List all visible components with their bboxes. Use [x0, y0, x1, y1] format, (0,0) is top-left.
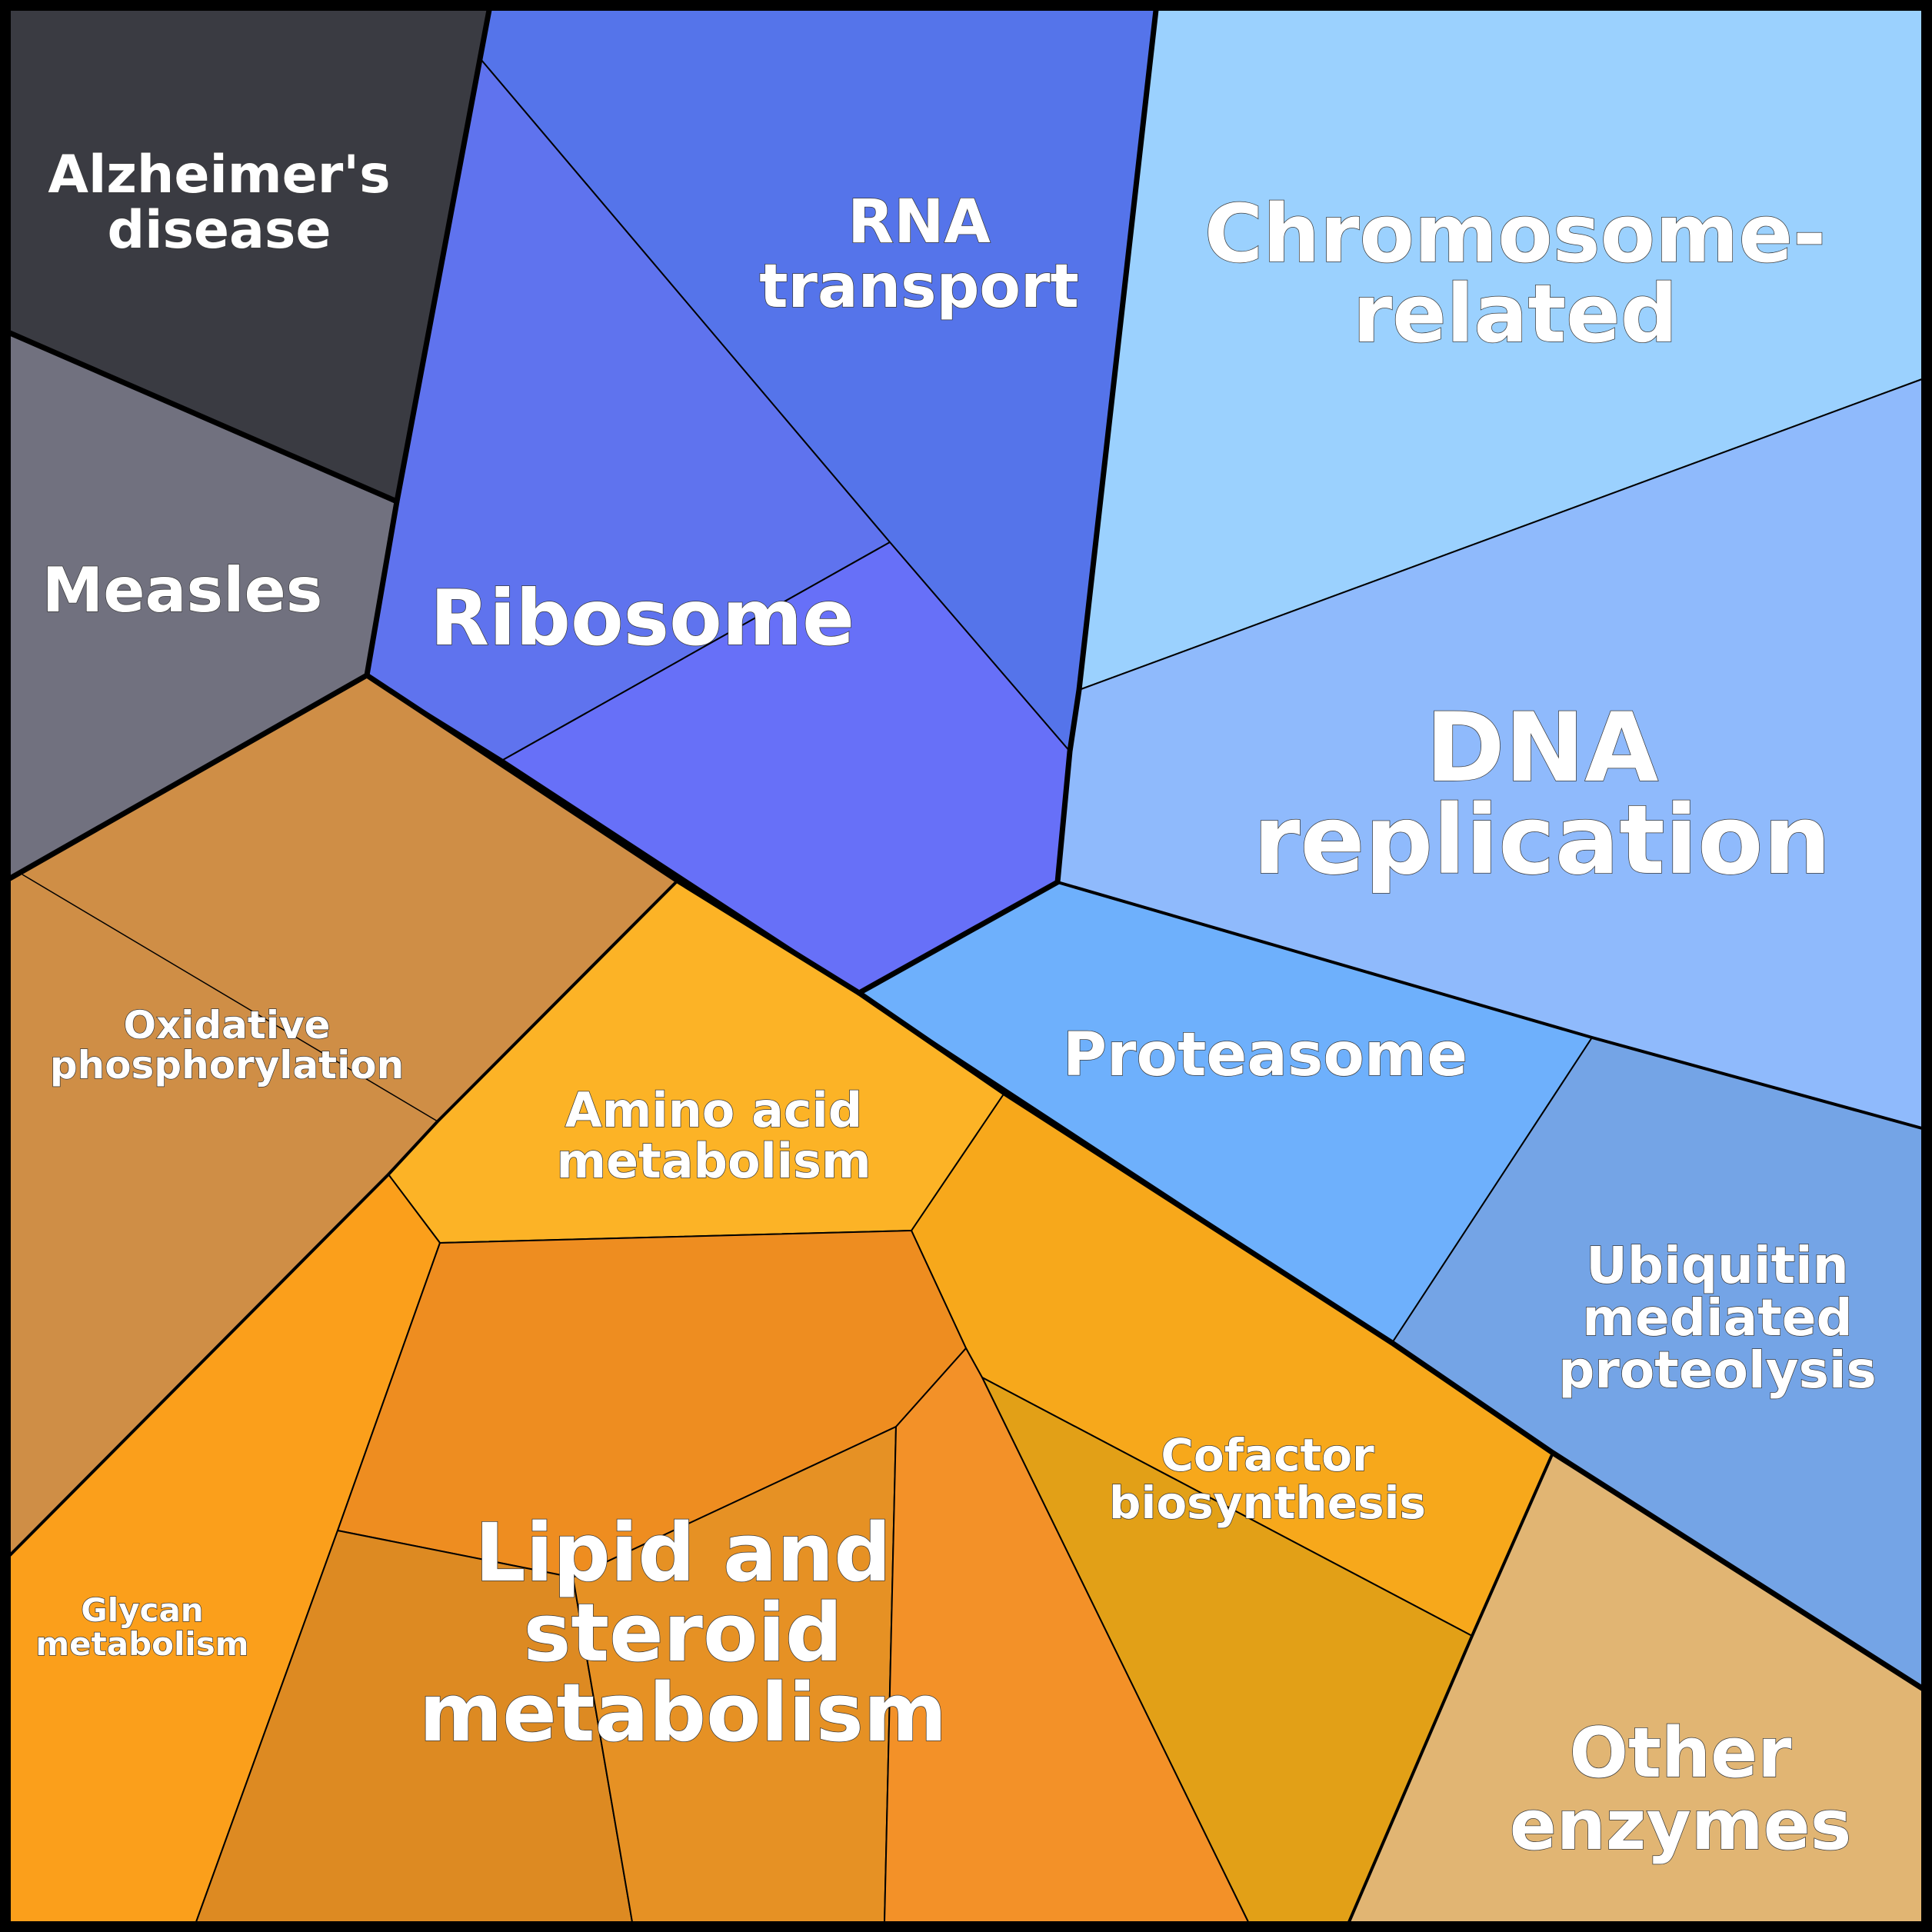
- label-line: Amino acid: [565, 1082, 862, 1138]
- label-line: metabolism: [556, 1133, 871, 1189]
- label-line: biosynthesis: [1109, 1477, 1426, 1529]
- group-boundary-proteasome-dna: [1056, 881, 1924, 1130]
- label-line: steroid: [524, 1586, 843, 1680]
- label-line: Proteasome: [1063, 1021, 1467, 1090]
- label-line: metabolism: [419, 1666, 947, 1760]
- cell-lipid-right[interactable]: [884, 1347, 1249, 1923]
- label-line: replication: [1253, 785, 1830, 896]
- label-line: Ubiquitin: [1586, 1236, 1848, 1295]
- label-line: Other: [1569, 1713, 1792, 1794]
- label-line: Glycan: [81, 1591, 203, 1629]
- oxidative-split-line: [22, 874, 438, 1122]
- label-line: DNA: [1426, 693, 1659, 804]
- group-boundary-other: [1347, 1451, 1554, 1924]
- label-line: proteolysis: [1558, 1341, 1877, 1400]
- label-chromosome-related: Chromosome-related: [1204, 187, 1826, 361]
- label-line: enzymes: [1510, 1785, 1852, 1866]
- label-line: Measles: [42, 555, 323, 626]
- label-ribosome: Ribosome: [430, 573, 854, 663]
- label-line: Ribosome: [430, 573, 854, 663]
- group-boundary-disease: [7, 7, 492, 881]
- label-line: metabolism: [35, 1625, 248, 1663]
- label-line: Oxidative: [124, 1003, 331, 1048]
- label-line: phosphorylation: [50, 1043, 404, 1088]
- label-measles: Measles: [42, 555, 323, 626]
- group-boundary-oxidative: [8, 879, 679, 1557]
- label-proteasome: Proteasome: [1063, 1021, 1467, 1090]
- group-boundary-genetic: [856, 7, 1159, 996]
- label-line: disease: [107, 200, 331, 261]
- label-line: Chromosome-: [1204, 187, 1826, 281]
- label-line: RNA: [848, 188, 991, 257]
- label-line: related: [1353, 267, 1677, 361]
- label-line: mediated: [1582, 1288, 1853, 1347]
- group-boundary-disease-top: [7, 330, 400, 505]
- label-line: transport: [759, 252, 1079, 321]
- label-line: Alzheimer's: [48, 145, 390, 205]
- label-line: Cofactor: [1161, 1429, 1374, 1481]
- label-line: Lipid and: [475, 1506, 891, 1600]
